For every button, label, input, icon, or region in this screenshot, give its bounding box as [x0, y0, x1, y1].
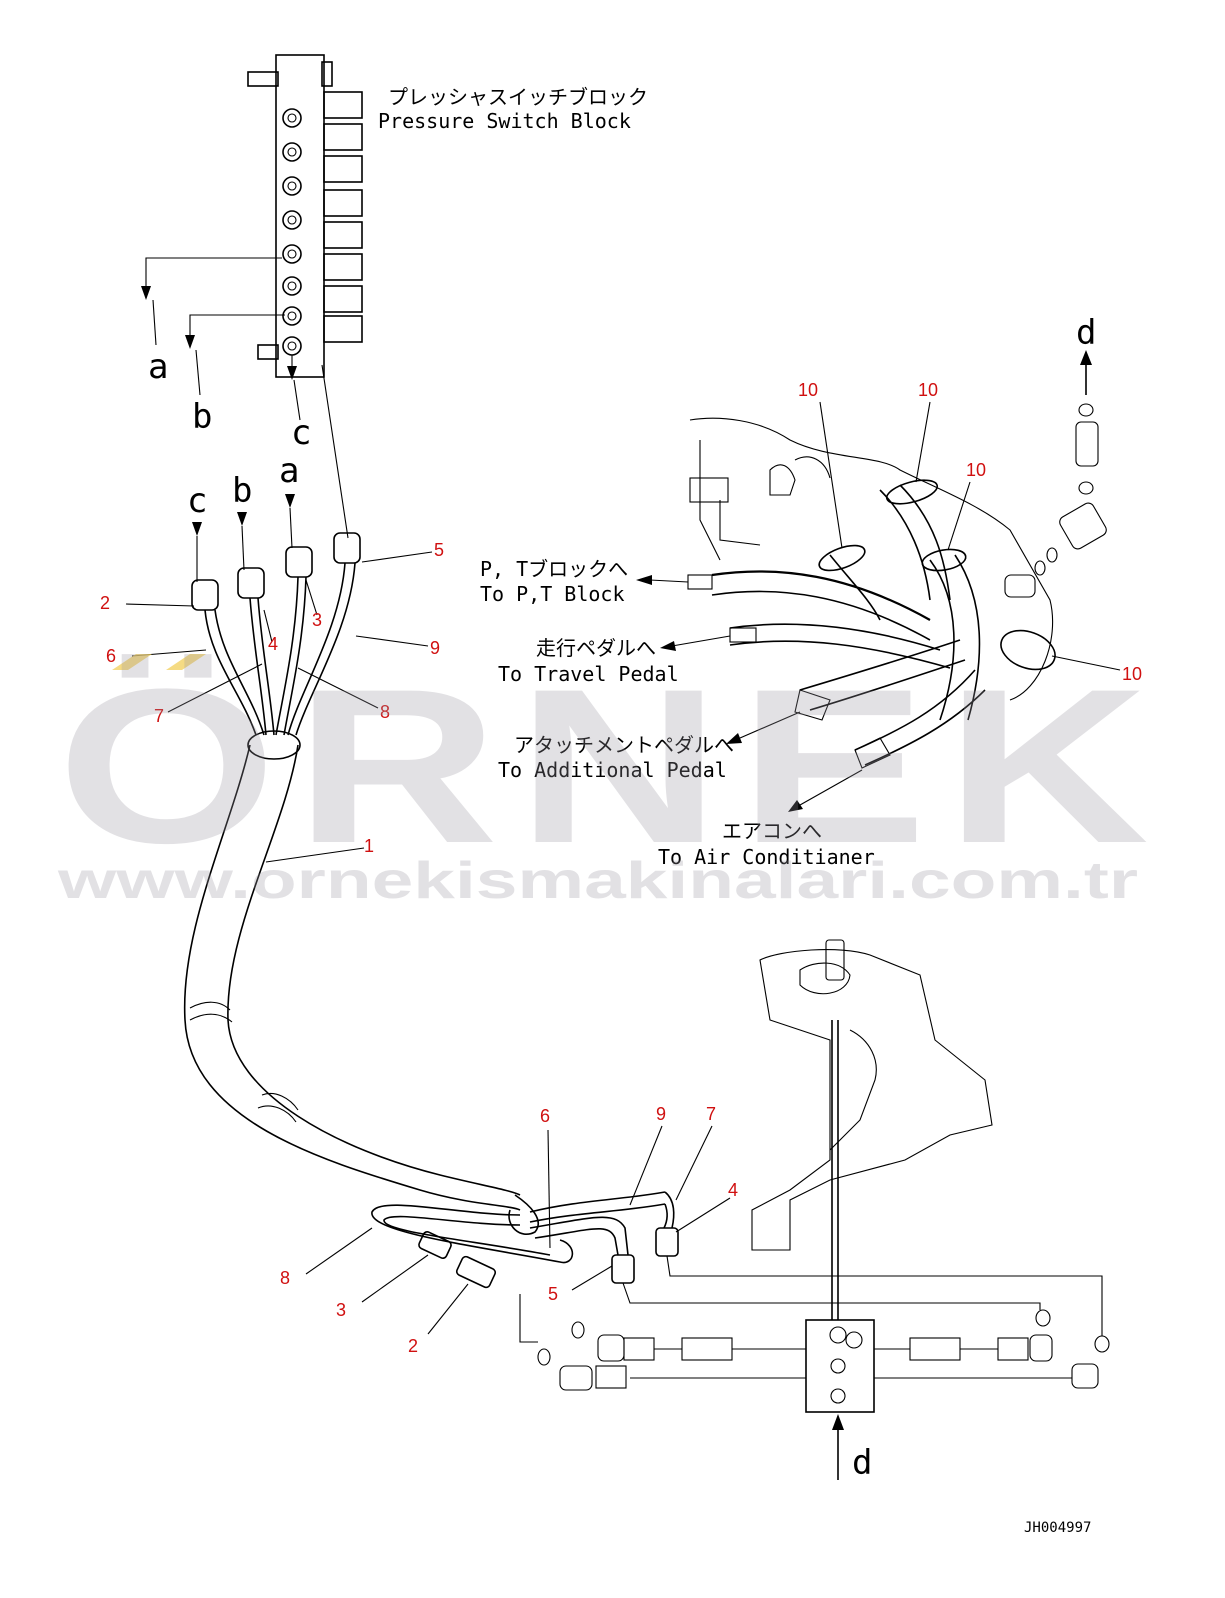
aircon-label-jp: エアコンへ [722, 819, 822, 843]
watermark-brand: ÖRNEK [57, 643, 1167, 889]
pt-block-label-jp: P, Tブロックへ [480, 557, 628, 581]
fitting-4-lower [655, 1227, 679, 1257]
fitting-5 [333, 532, 361, 564]
pressure-switch-block: プレッシャスイッチブロック Pressure Switch Block [247, 54, 648, 378]
fitting-2-lower [455, 1255, 497, 1289]
letter-d-upper: d [1076, 313, 1096, 353]
part-number-10-d: 10 [1122, 664, 1142, 684]
part-number-5-upper: 5 [434, 540, 444, 560]
fitting-5-lower [611, 1254, 635, 1284]
pedal-valve-assembly [519, 939, 1110, 1413]
letter-b-upper: b [192, 397, 212, 437]
fitting-3-lower [418, 1231, 452, 1259]
travel-pedal-label-en: To Travel Pedal [498, 662, 679, 686]
d-connection: d d [832, 313, 1107, 1483]
fitting-2 [191, 579, 219, 611]
part-number-9-lower: 9 [656, 1104, 666, 1124]
pedal-valve-block [805, 1319, 875, 1413]
part-number-3-lower: 3 [336, 1300, 346, 1320]
part-number-2-lower: 2 [408, 1336, 418, 1356]
part-number-7-lower: 7 [706, 1104, 716, 1124]
main-sleeve [183, 744, 539, 1235]
additional-pedal-label-en: To Additional Pedal [498, 758, 727, 782]
part-number-10-a: 10 [798, 380, 818, 400]
additional-pedal-label-jp: アタッチメントペダルへ [514, 733, 734, 757]
switch-ports [282, 108, 302, 356]
part-number-6-upper: 6 [106, 646, 116, 666]
pressure-switch-label-en: Pressure Switch Block [378, 109, 631, 133]
fitting-4 [237, 567, 265, 599]
part-number-6-lower: 6 [540, 1106, 550, 1126]
travel-pedal-label-jp: 走行ペダルへ [536, 636, 656, 660]
watermark-umlaut-marks [112, 654, 206, 670]
letter-a-upper: a [148, 347, 168, 387]
watermark: ÖRNEK www.ornekismakinalari.com.tr [57, 643, 1167, 910]
letter-a-fitting: a [279, 451, 299, 491]
part-number-5-lower: 5 [548, 1284, 558, 1304]
letter-c-fitting: c [187, 481, 207, 521]
part-number-3-upper: 3 [312, 610, 322, 630]
part-number-labels: 2 6 7 4 3 5 9 8 1 10 10 10 10 6 9 7 4 5 … [100, 380, 1142, 1356]
part-number-10-c: 10 [966, 460, 986, 480]
fitting-3 [285, 546, 313, 578]
sleeve-collar [247, 730, 301, 760]
block-connection-leaders: a b c [141, 257, 311, 453]
destination-arrows [636, 575, 863, 812]
letter-d-lower: d [852, 1443, 872, 1483]
upper-right-assembly [687, 417, 1056, 769]
pressure-switch-label-jp: プレッシャスイッチブロック [388, 85, 648, 109]
part-number-7-upper: 7 [154, 706, 164, 726]
part-number-8-lower: 8 [280, 1268, 290, 1288]
part-number-10-b: 10 [918, 380, 938, 400]
switch-bodies [323, 91, 363, 343]
part-number-1: 1 [364, 836, 374, 856]
part-number-4-lower: 4 [728, 1180, 738, 1200]
letter-b-fitting: b [232, 471, 252, 511]
part-number-2-upper: 2 [100, 593, 110, 613]
hose-5-run [321, 364, 349, 539]
aircon-label-en: To Air Conditianer [658, 845, 875, 869]
part-leaders [125, 401, 1121, 1335]
lower-hose-bundle [371, 1191, 679, 1289]
upper-hose-fan: c b a [187, 451, 361, 736]
pt-block-label-en: To P,T Block [480, 582, 625, 606]
part-number-9-upper: 9 [430, 638, 440, 658]
drawing-code: JH004997 [1024, 1520, 1091, 1536]
letter-c-upper: c [291, 413, 311, 453]
part-number-8-upper: 8 [380, 702, 390, 722]
watermark-url: www.ornekismakinalari.com.tr [57, 852, 1138, 910]
part-number-4-upper: 4 [268, 634, 278, 654]
